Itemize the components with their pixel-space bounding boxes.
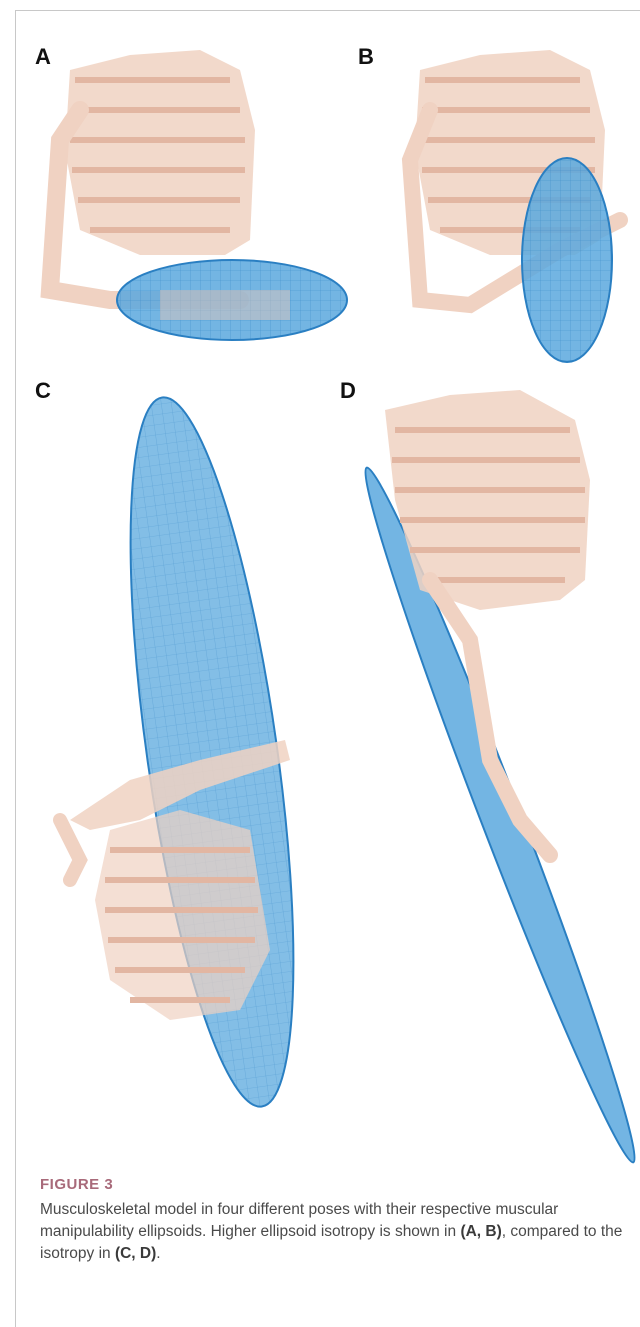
- figure-illustration: [0, 0, 640, 1180]
- caption-text: Musculoskeletal model in four different …: [40, 1199, 630, 1265]
- panel-label-d: D: [340, 378, 356, 404]
- figure-caption: FIGURE 3 Musculoskeletal model in four d…: [40, 1176, 630, 1265]
- caption-text-3: .: [156, 1245, 160, 1262]
- caption-title: FIGURE 3: [40, 1176, 630, 1193]
- panel-a-ellipsoid: [117, 260, 347, 340]
- panel-label-a: A: [35, 44, 51, 70]
- panel-label-b: B: [358, 44, 374, 70]
- panel-label-c: C: [35, 378, 51, 404]
- caption-ref-cd[interactable]: (C, D): [115, 1245, 156, 1262]
- panel-b-ellipsoid: [522, 158, 612, 362]
- caption-ref-ab[interactable]: (A, B): [460, 1223, 501, 1240]
